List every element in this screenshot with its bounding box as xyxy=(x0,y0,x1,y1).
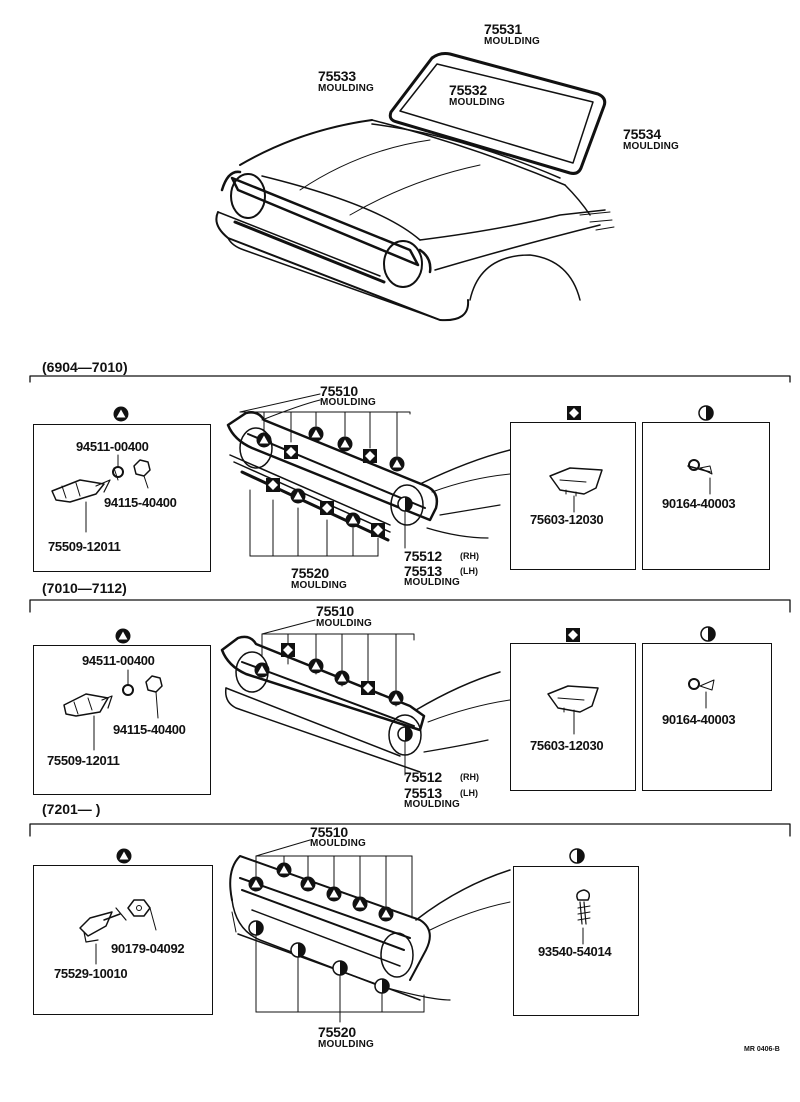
label-75534-number: 75534 xyxy=(623,126,661,142)
s2-range-label: (7010—7112) xyxy=(42,580,127,596)
s1-part-75603: 75603-12030 xyxy=(530,512,604,527)
s1-detail-box-diamond xyxy=(510,422,636,570)
s2-part-94511: 94511-00400 xyxy=(82,653,155,668)
label-75533-name: MOULDING xyxy=(318,83,375,94)
s1-detail-box-triangle xyxy=(33,424,211,572)
s2-side-rh-tag: (RH) xyxy=(460,772,479,782)
car-front-illustration xyxy=(215,52,615,322)
s2-part-75603: 75603-12030 xyxy=(530,738,604,753)
s1-side-rh-number: 75512 xyxy=(404,548,442,564)
s2-detail-box-diamond xyxy=(510,643,636,791)
label-75531-name: MOULDING xyxy=(484,36,541,47)
s3-grille-name: MOULDING xyxy=(310,838,367,849)
s2-side-lh-number: 75513 xyxy=(404,785,442,801)
s2-part-75509: 75509-12011 xyxy=(47,753,120,768)
s1-side-rh-tag: (RH) xyxy=(460,551,479,561)
s3-lower-number: 75520 xyxy=(318,1024,356,1040)
s1-lower-name: MOULDING xyxy=(291,580,348,591)
s2-detail-box-half-circle xyxy=(642,643,772,791)
s2-grille-name: MOULDING xyxy=(316,618,373,629)
s1-part-90164: 90164-40003 xyxy=(662,496,736,511)
s2-part-90164: 90164-40003 xyxy=(662,712,736,727)
s1-side-name: MOULDING xyxy=(404,577,461,588)
s3-grille-number: 75510 xyxy=(310,824,348,840)
s1-part-94511: 94511-00400 xyxy=(76,439,149,454)
s3-range-label: (7201— ) xyxy=(42,801,101,817)
s3-part-90179: 90179-04092 xyxy=(111,941,185,956)
s3-part-93540: 93540-54014 xyxy=(538,944,612,959)
s1-part-94115: 94115-40400 xyxy=(104,495,177,510)
label-75532-name: MOULDING xyxy=(449,97,506,108)
s3-part-75529: 75529-10010 xyxy=(54,966,128,981)
s2-side-rh-number: 75512 xyxy=(404,769,442,785)
s3-lower-name: MOULDING xyxy=(318,1039,375,1050)
s3-detail-box-half-circle xyxy=(513,866,639,1016)
s1-part-75509: 75509-12011 xyxy=(48,539,121,554)
s1-detail-box-half-circle xyxy=(642,422,770,570)
s2-detail-box-triangle xyxy=(33,645,211,795)
s1-grille-number: 75510 xyxy=(320,383,358,399)
s2-side-name: MOULDING xyxy=(404,799,461,810)
s3-detail-box-triangle xyxy=(33,865,213,1015)
label-75532-number: 75532 xyxy=(449,82,487,98)
drawing-reference-code: MR 0406-B xyxy=(744,1046,780,1053)
s1-range-label: (6904—7010) xyxy=(42,359,128,375)
s1-lower-number: 75520 xyxy=(291,565,329,581)
label-75534-name: MOULDING xyxy=(623,141,680,152)
s2-part-94115: 94115-40400 xyxy=(113,722,186,737)
label-75533-number: 75533 xyxy=(318,68,356,84)
s1-grille-name: MOULDING xyxy=(320,397,377,408)
s2-grille-number: 75510 xyxy=(316,603,354,619)
s1-side-lh-number: 75513 xyxy=(404,563,442,579)
s1-side-lh-tag: (LH) xyxy=(460,566,478,576)
s2-side-lh-tag: (LH) xyxy=(460,788,478,798)
label-75531-number: 75531 xyxy=(484,21,522,37)
